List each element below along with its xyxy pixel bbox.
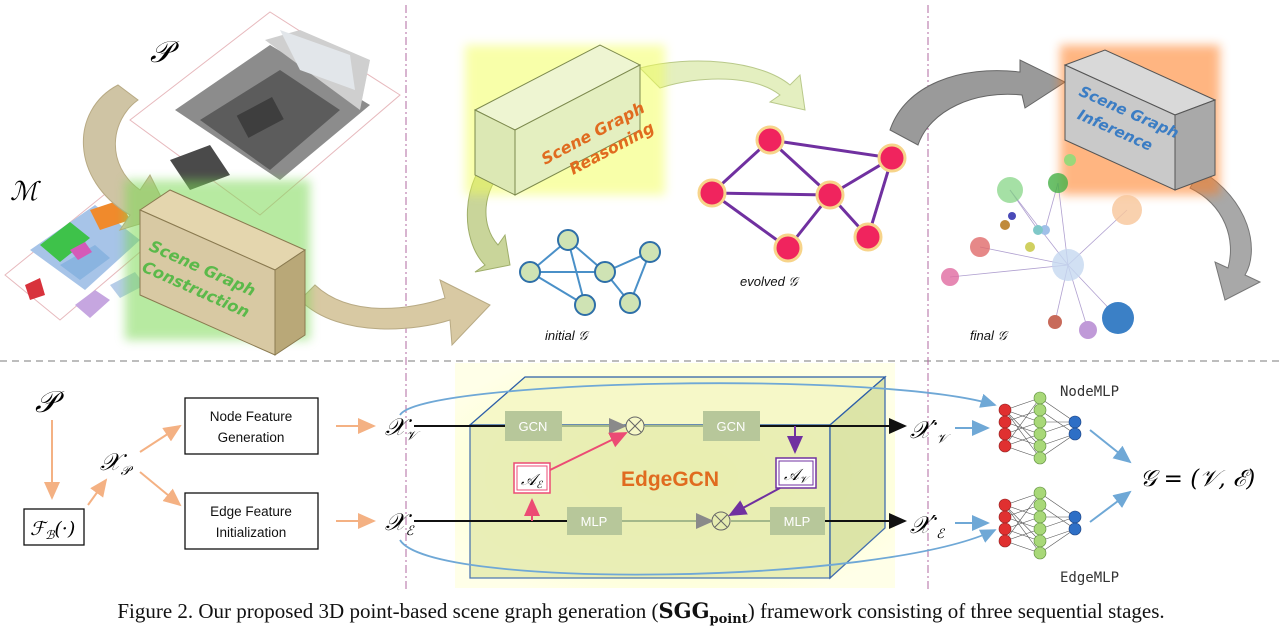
av-to-mult-arrow [728, 487, 781, 516]
point-cloud-room [129, 11, 401, 216]
evolved-graph [697, 125, 907, 263]
caption-bold: SGG [658, 598, 710, 623]
av-main: 𝒜 [784, 465, 804, 484]
mesh-label: ℳ [10, 177, 41, 207]
multiply-node-top [625, 416, 645, 436]
edgemlp-network [998, 486, 1082, 560]
input-point-cloud-label: 𝒫 [35, 385, 65, 420]
edge-feature-box: Edge Feature Initialization [184, 492, 319, 550]
mlp-block-2: MLP [770, 507, 825, 535]
initial-graph [519, 229, 661, 316]
caption-text-after: ) framework consisting of three sequenti… [747, 599, 1165, 623]
node-feature-line1: Node Feature [210, 409, 293, 424]
node-feature-line2: Generation [218, 430, 285, 445]
xe-out-main: 𝒳′ [910, 511, 938, 539]
arrow-fb-to-xp [87, 478, 108, 506]
evolved-graph-label: evolved 𝒢 [740, 274, 800, 289]
mlp-1-label: MLP [581, 514, 608, 529]
node-feature-box: Node Feature Generation [184, 397, 319, 455]
to-inference-arrow [889, 59, 1067, 146]
edge-attention-box: 𝒜ℰ [513, 462, 551, 494]
xe-out-label: 𝒳′ℰ [910, 511, 945, 542]
final-graph [941, 154, 1142, 339]
xv-out-main: 𝒳′ [910, 416, 938, 444]
xp-label: 𝒳𝒫 [100, 448, 134, 479]
arrow-xp-to-edge [139, 471, 182, 507]
nodemlp-to-graph [1089, 429, 1132, 464]
edgegcn-title: EdgeGCN [621, 468, 719, 491]
fb-sub: ℬ [45, 528, 56, 542]
point-cloud-label: 𝒫 [150, 35, 180, 70]
svg-text:𝒜ℰ: 𝒜ℰ [521, 470, 543, 491]
initial-graph-label: initial 𝒢 [545, 328, 590, 343]
svg-text:𝒜𝒱: 𝒜𝒱 [784, 465, 811, 486]
multiply-node-bottom [711, 511, 731, 531]
inference-out-arrow [1189, 169, 1262, 301]
mlp-block-1: MLP [567, 507, 622, 535]
ae-sub: ℰ [536, 480, 543, 491]
nodemlp-network [998, 391, 1082, 465]
gcn-1-label: GCN [519, 419, 548, 434]
edge-skip-connection [399, 529, 997, 576]
cube-reasoning: Scene Graph Reasoning [465, 44, 665, 196]
xv-sub: 𝒱 [406, 429, 421, 444]
fb-label: ℱ [30, 518, 48, 540]
xv-out-sub: 𝒱 [936, 432, 951, 447]
ae-to-mult-arrow [549, 432, 628, 471]
edge-feature-line2: Initialization [216, 525, 287, 540]
graph-equation: 𝒢 = (𝒱, ℰ) [1140, 466, 1255, 492]
edgemlp-to-graph [1089, 490, 1132, 523]
to-reasoning-arrow [299, 279, 491, 347]
av-sub: 𝒱 [799, 475, 811, 486]
to-inference-curve-arrow [639, 60, 806, 111]
svg-text:ℱℬ(·): ℱℬ(·) [30, 518, 75, 542]
cube-construction: Scene Graph Construction [125, 180, 310, 356]
edgemlp-label: EdgeMLP [1060, 570, 1119, 586]
gcn-2-label: GCN [717, 419, 746, 434]
fb-box: ℱℬ(·) [23, 508, 85, 546]
xv-out-label: 𝒳′𝒱 [910, 416, 951, 447]
node-skip-connection [399, 382, 997, 416]
xv-label: 𝒳𝒱 [385, 413, 421, 444]
ae-main: 𝒜 [521, 470, 541, 489]
nodemlp-label: NodeMLP [1060, 384, 1119, 400]
edge-feature-line1: Edge Feature [210, 504, 292, 519]
framework-figure: 𝒫 ℳ Scene Graph Construction [0, 5, 1282, 590]
xp-sub: 𝒫 [121, 464, 134, 479]
xe-label: 𝒳ℰ [385, 508, 415, 539]
gcn-block-2: GCN [703, 411, 760, 441]
node-attention-box: 𝒜𝒱 [775, 457, 817, 489]
figure-caption: Figure 2. Our proposed 3D point-based sc… [0, 598, 1282, 627]
caption-text-before: Figure 2. Our proposed 3D point-based sc… [117, 599, 659, 623]
xe-sub: ℰ [406, 524, 415, 539]
xe-out-sub: ℰ [936, 527, 945, 542]
mlp-2-label: MLP [784, 514, 811, 529]
final-graph-label: final 𝒢 [970, 328, 1009, 343]
cube-inference: Scene Graph Inference [1060, 45, 1220, 195]
gcn-block-1: GCN [505, 411, 562, 441]
arrow-xp-to-node [139, 424, 182, 453]
caption-bold-sub: point [709, 612, 748, 628]
fb-arg: (·) [54, 518, 75, 540]
